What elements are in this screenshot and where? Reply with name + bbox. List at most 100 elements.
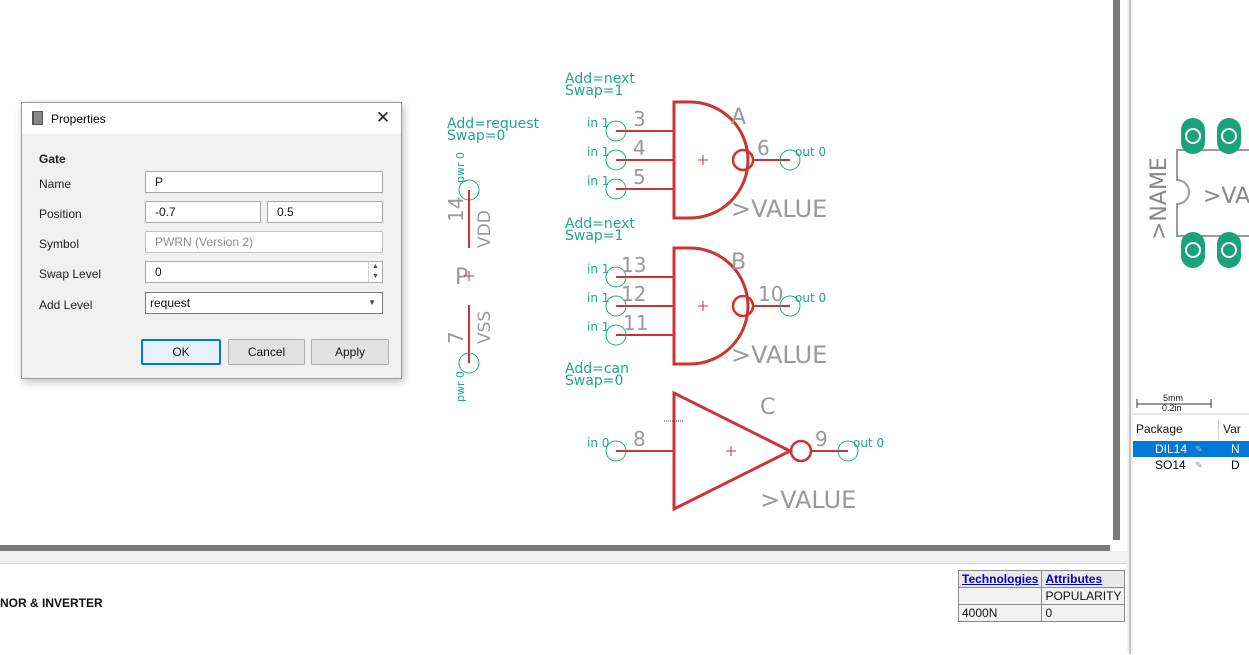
gate-c-out-pin: 9 — [815, 427, 828, 451]
power-gate[interactable]: Add=request Swap=0 pwr 0 14 VDD P VSS 7 … — [444, 116, 540, 402]
package-name-label: >NAME — [1147, 157, 1172, 240]
name-label: Name — [39, 177, 72, 191]
gate-c-out-connector[interactable] — [837, 440, 859, 462]
gate-b-in2-pin: 12 — [621, 282, 646, 306]
gate-a-in1-connector[interactable] — [605, 120, 627, 142]
scale-top-label: 5mm — [1163, 393, 1183, 403]
gate-a-in3-connector[interactable] — [605, 178, 627, 200]
gate-a-out-fn: out 0 — [795, 145, 826, 159]
gate-a-out-pin: 6 — [757, 136, 770, 160]
package-pad — [1217, 118, 1241, 154]
package-row[interactable]: DIL14 ✎ N — [1133, 441, 1249, 457]
variant-column-header[interactable]: Var — [1223, 422, 1241, 436]
technologies-table[interactable]: Technologies Attributes POPULARITY 4000N… — [957, 570, 1126, 622]
device-description: NOR & INVERTER — [0, 596, 103, 610]
horizontal-scrollbar[interactable] — [0, 545, 1110, 551]
gate-c-inversion-bubble — [789, 439, 813, 463]
gate-c-in1-fn: in 0 — [587, 436, 609, 450]
gate-c[interactable]: Add=can Swap=0 C >VALUE in 0 8 9 out 0 — [565, 361, 884, 514]
gate-c-out-fn: out 0 — [853, 436, 884, 450]
package-preview: >NAME >VA 5mm 0.2in — [1136, 118, 1249, 413]
vdd-pin-number: 14 — [444, 197, 468, 222]
package-outline — [1176, 149, 1249, 237]
swap-level-label: Swap Level — [39, 267, 102, 281]
gate-b-inversion-bubble — [731, 294, 755, 318]
scale-bottom-label: 0.2in — [1162, 403, 1182, 413]
section-heading: Gate — [39, 152, 66, 166]
apply-button[interactable]: Apply — [311, 339, 389, 365]
attribute-name-cell: POPULARITY — [1041, 587, 1126, 605]
gate-a-in2-connector[interactable] — [605, 149, 627, 171]
gate-c-swap-label: Swap=0 — [565, 373, 623, 389]
vss-label: VSS — [475, 311, 495, 344]
package-value-label: >VA — [1203, 184, 1249, 209]
package-name: DIL14 — [1155, 442, 1188, 456]
gate-a-out-connector[interactable] — [779, 149, 801, 171]
gate-a-swap-label: Swap=1 — [565, 83, 623, 99]
gate-a-inversion-bubble — [731, 148, 755, 172]
variant-name: D — [1231, 458, 1240, 472]
ok-button[interactable]: OK — [141, 339, 221, 365]
gate-c-add-label: Add=can — [565, 361, 629, 377]
pencil-icon[interactable]: ✎ — [1195, 444, 1203, 454]
gate-c-in1-connector[interactable] — [605, 440, 627, 462]
package-row[interactable]: SO14 ✎ D — [1133, 457, 1249, 473]
gate-b-in1-pin: 13 — [621, 253, 646, 277]
gate-b-in1-connector[interactable] — [605, 266, 627, 288]
symbol-field: PWRN (Version 2) — [145, 231, 383, 253]
gate-b-swap-label: Swap=1 — [565, 228, 623, 244]
add-level-label: Add Level — [39, 298, 93, 312]
pencil-icon[interactable]: ✎ — [1195, 460, 1203, 470]
attributes-link[interactable]: Attributes — [1041, 570, 1126, 588]
swap-level-value: 0 — [155, 265, 162, 279]
variant-name: N — [1231, 442, 1240, 456]
gate-b-in3-pin: 11 — [623, 311, 648, 335]
name-field[interactable]: P — [145, 171, 383, 193]
cancel-button[interactable]: Cancel — [228, 339, 305, 365]
technology-cell[interactable]: 4000N — [957, 604, 1043, 622]
package-name: SO14 — [1155, 458, 1186, 472]
position-y-field[interactable]: 0.5 — [267, 201, 383, 223]
gate-b-in2-fn: in 1 — [587, 291, 609, 305]
package-pad — [1217, 232, 1241, 268]
dialog-titlebar[interactable]: Properties ✕ — [22, 103, 401, 134]
bottom-gap — [0, 551, 1127, 563]
position-x-field[interactable]: -0.7 — [145, 201, 261, 223]
gate-b-out-connector[interactable] — [779, 295, 801, 317]
gate-b-in3-connector[interactable] — [605, 324, 627, 346]
package-pad — [1181, 118, 1205, 154]
gate-b-body — [672, 246, 750, 366]
swap-level-stepper[interactable]: 0 ▲ ▼ — [145, 261, 383, 283]
package-column-header[interactable]: Package — [1133, 420, 1219, 439]
power-add-label: Add=request — [447, 116, 540, 132]
gate-b-name: B — [731, 250, 746, 275]
close-icon[interactable]: ✕ — [375, 108, 391, 127]
description-panel: NOR & INVERTER Technologies Attributes P… — [0, 563, 1127, 655]
vss-pin-fn: pwr 0 — [454, 371, 467, 402]
gate-c-value: >VALUE — [760, 486, 856, 514]
gate-b-value: >VALUE — [731, 341, 827, 369]
properties-dialog[interactable]: Properties ✕ Gate Name P Position -0.7 0… — [21, 102, 402, 379]
spin-up-icon[interactable]: ▲ — [372, 263, 379, 270]
gate-a[interactable]: Add=next Swap=1 A >VALUE in 1 3 in 1 4 i… — [565, 71, 827, 223]
vertical-scrollbar[interactable] — [1113, 0, 1120, 540]
book-icon — [32, 111, 43, 125]
gate-b[interactable]: Add=next Swap=1 B >VALUE in 1 13 in 1 12… — [565, 216, 827, 369]
gate-b-in3-fn: in 1 — [587, 320, 609, 334]
gate-a-in3-pin: 5 — [633, 165, 646, 189]
symbol-label: Symbol — [39, 237, 80, 251]
attribute-value-cell[interactable]: 0 — [1041, 604, 1126, 622]
gate-b-in2-connector[interactable] — [605, 295, 627, 317]
spin-buttons[interactable]: ▲ ▼ — [368, 262, 382, 282]
add-level-select[interactable]: request ▼ — [145, 292, 383, 314]
power-swap-label: Swap=0 — [447, 128, 505, 144]
spin-down-icon[interactable]: ▼ — [372, 273, 379, 280]
technologies-link[interactable]: Technologies — [957, 570, 1043, 588]
gate-a-in3-fn: in 1 — [587, 174, 609, 188]
position-label: Position — [39, 207, 82, 221]
vss-pin-connector[interactable] — [458, 352, 480, 374]
dialog-title: Properties — [51, 112, 106, 126]
vss-pin-number: 7 — [444, 331, 468, 344]
empty-cell — [957, 587, 1043, 605]
